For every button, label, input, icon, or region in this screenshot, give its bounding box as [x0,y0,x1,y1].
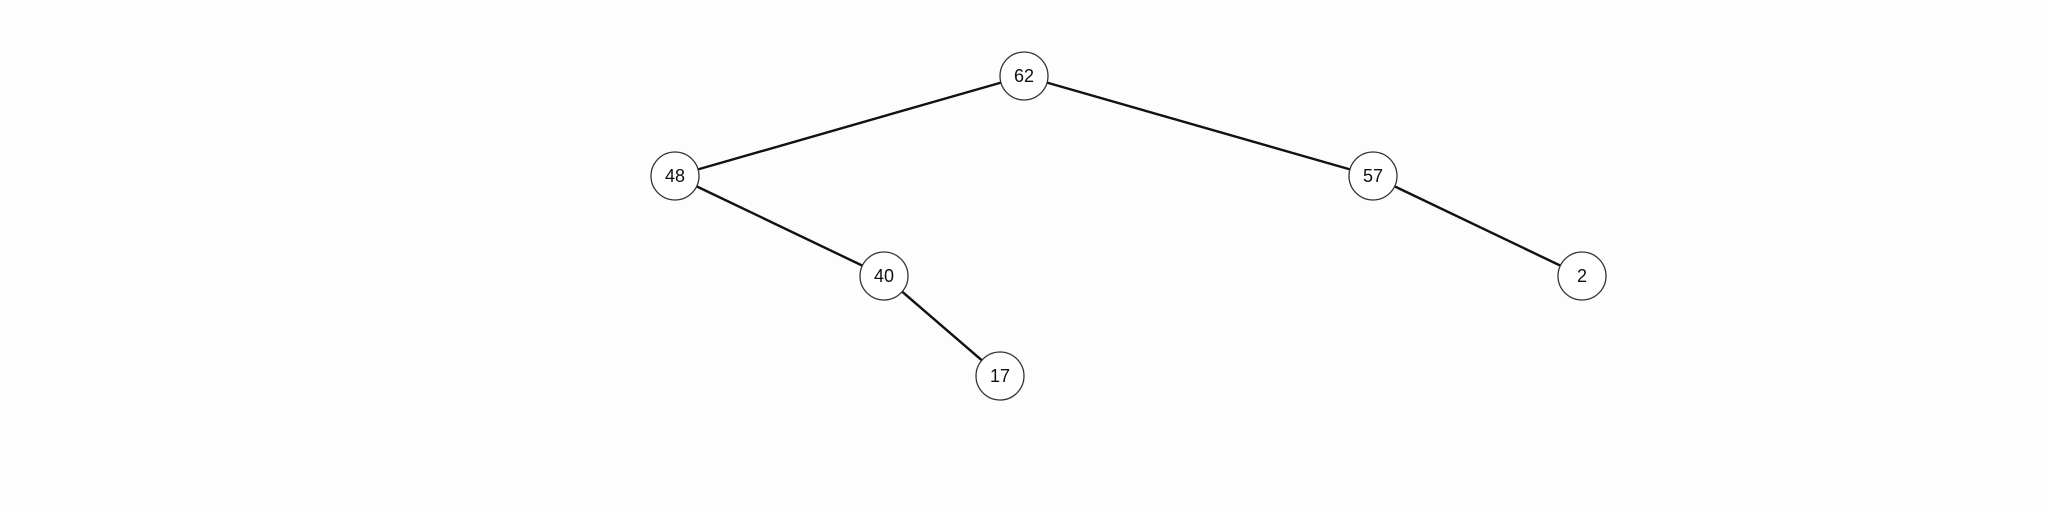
node-label: 17 [990,366,1010,386]
tree-edge [696,81,1003,171]
tree-node: 40 [859,251,909,301]
tree-node: 2 [1557,251,1607,301]
node-circle [1557,251,1607,301]
tree-edge [695,185,864,267]
tree-edge [1045,81,1352,171]
tree-edges [695,81,1562,362]
node-label: 2 [1577,266,1587,286]
node-circle [975,351,1025,401]
tree-edge [1393,185,1562,267]
node-circle [650,151,700,201]
node-label: 57 [1363,166,1383,186]
tree-node: 62 [999,51,1049,101]
tree-node: 57 [1348,151,1398,201]
tree-node: 17 [975,351,1025,401]
node-label: 40 [874,266,894,286]
tree-node: 48 [650,151,700,201]
node-circle [1348,151,1398,201]
tree-edge [900,290,984,362]
node-circle [999,51,1049,101]
tree-nodes: 62 48 57 40 2 17 [650,51,1607,401]
node-circle [859,251,909,301]
node-label: 62 [1014,66,1034,86]
node-label: 48 [665,166,685,186]
